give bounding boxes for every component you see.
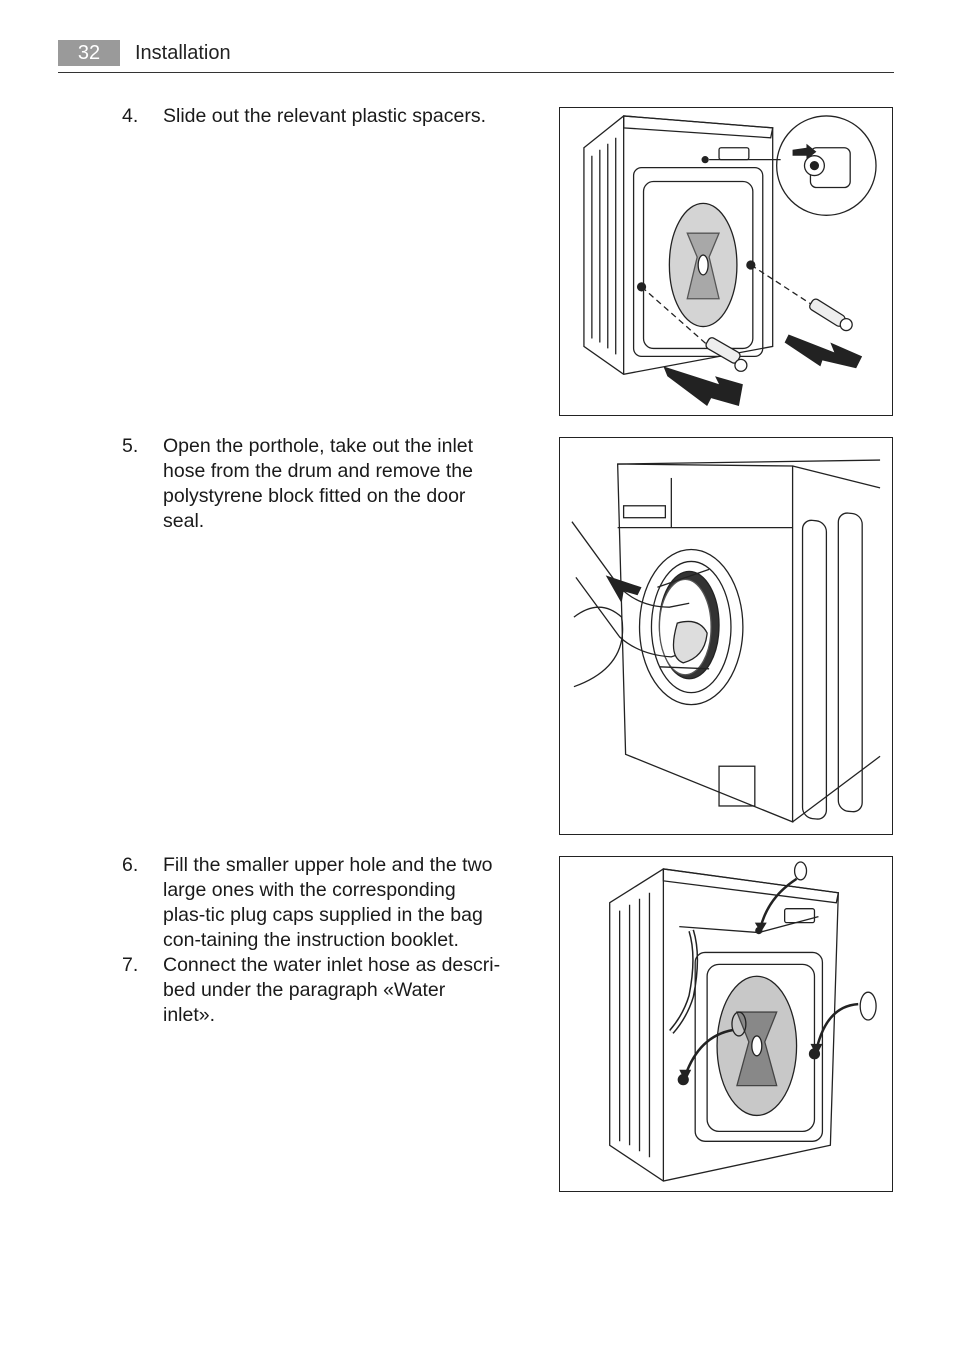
step-text: Fill the smaller upper hole and the two … [163,854,493,951]
washing-machine-back-plug-caps-illustration [609,861,877,1182]
step-5: 5. Open the porthole, take out the inlet… [122,434,482,534]
figure-plug-caps [559,856,893,1192]
washing-machine-back-spacers-illustration [583,115,877,407]
step-number: 5. [122,435,139,457]
washing-machine-front-porthole-illustration [571,459,881,823]
step-number: 7. [122,954,139,976]
step-text: Connect the water inlet hose as descri-b… [163,954,501,1026]
page-number: 32 [58,40,120,66]
figure-remove-spacers [559,107,893,416]
step-6: 6. Fill the smaller upper hole and the t… [122,853,502,953]
figure-open-porthole [559,437,893,835]
page-header: 32 Installation [58,40,894,73]
step-text: Slide out the relevant plastic spacers. [163,105,487,127]
step-number: 4. [122,105,139,127]
step-text: Open the porthole, take out the inlet ho… [163,435,474,532]
step-7: 7. Connect the water inlet hose as descr… [122,953,502,1028]
step-4: 4. Slide out the relevant plastic spacer… [122,104,502,129]
section-title: Installation [135,42,231,64]
step-number: 6. [122,854,139,876]
